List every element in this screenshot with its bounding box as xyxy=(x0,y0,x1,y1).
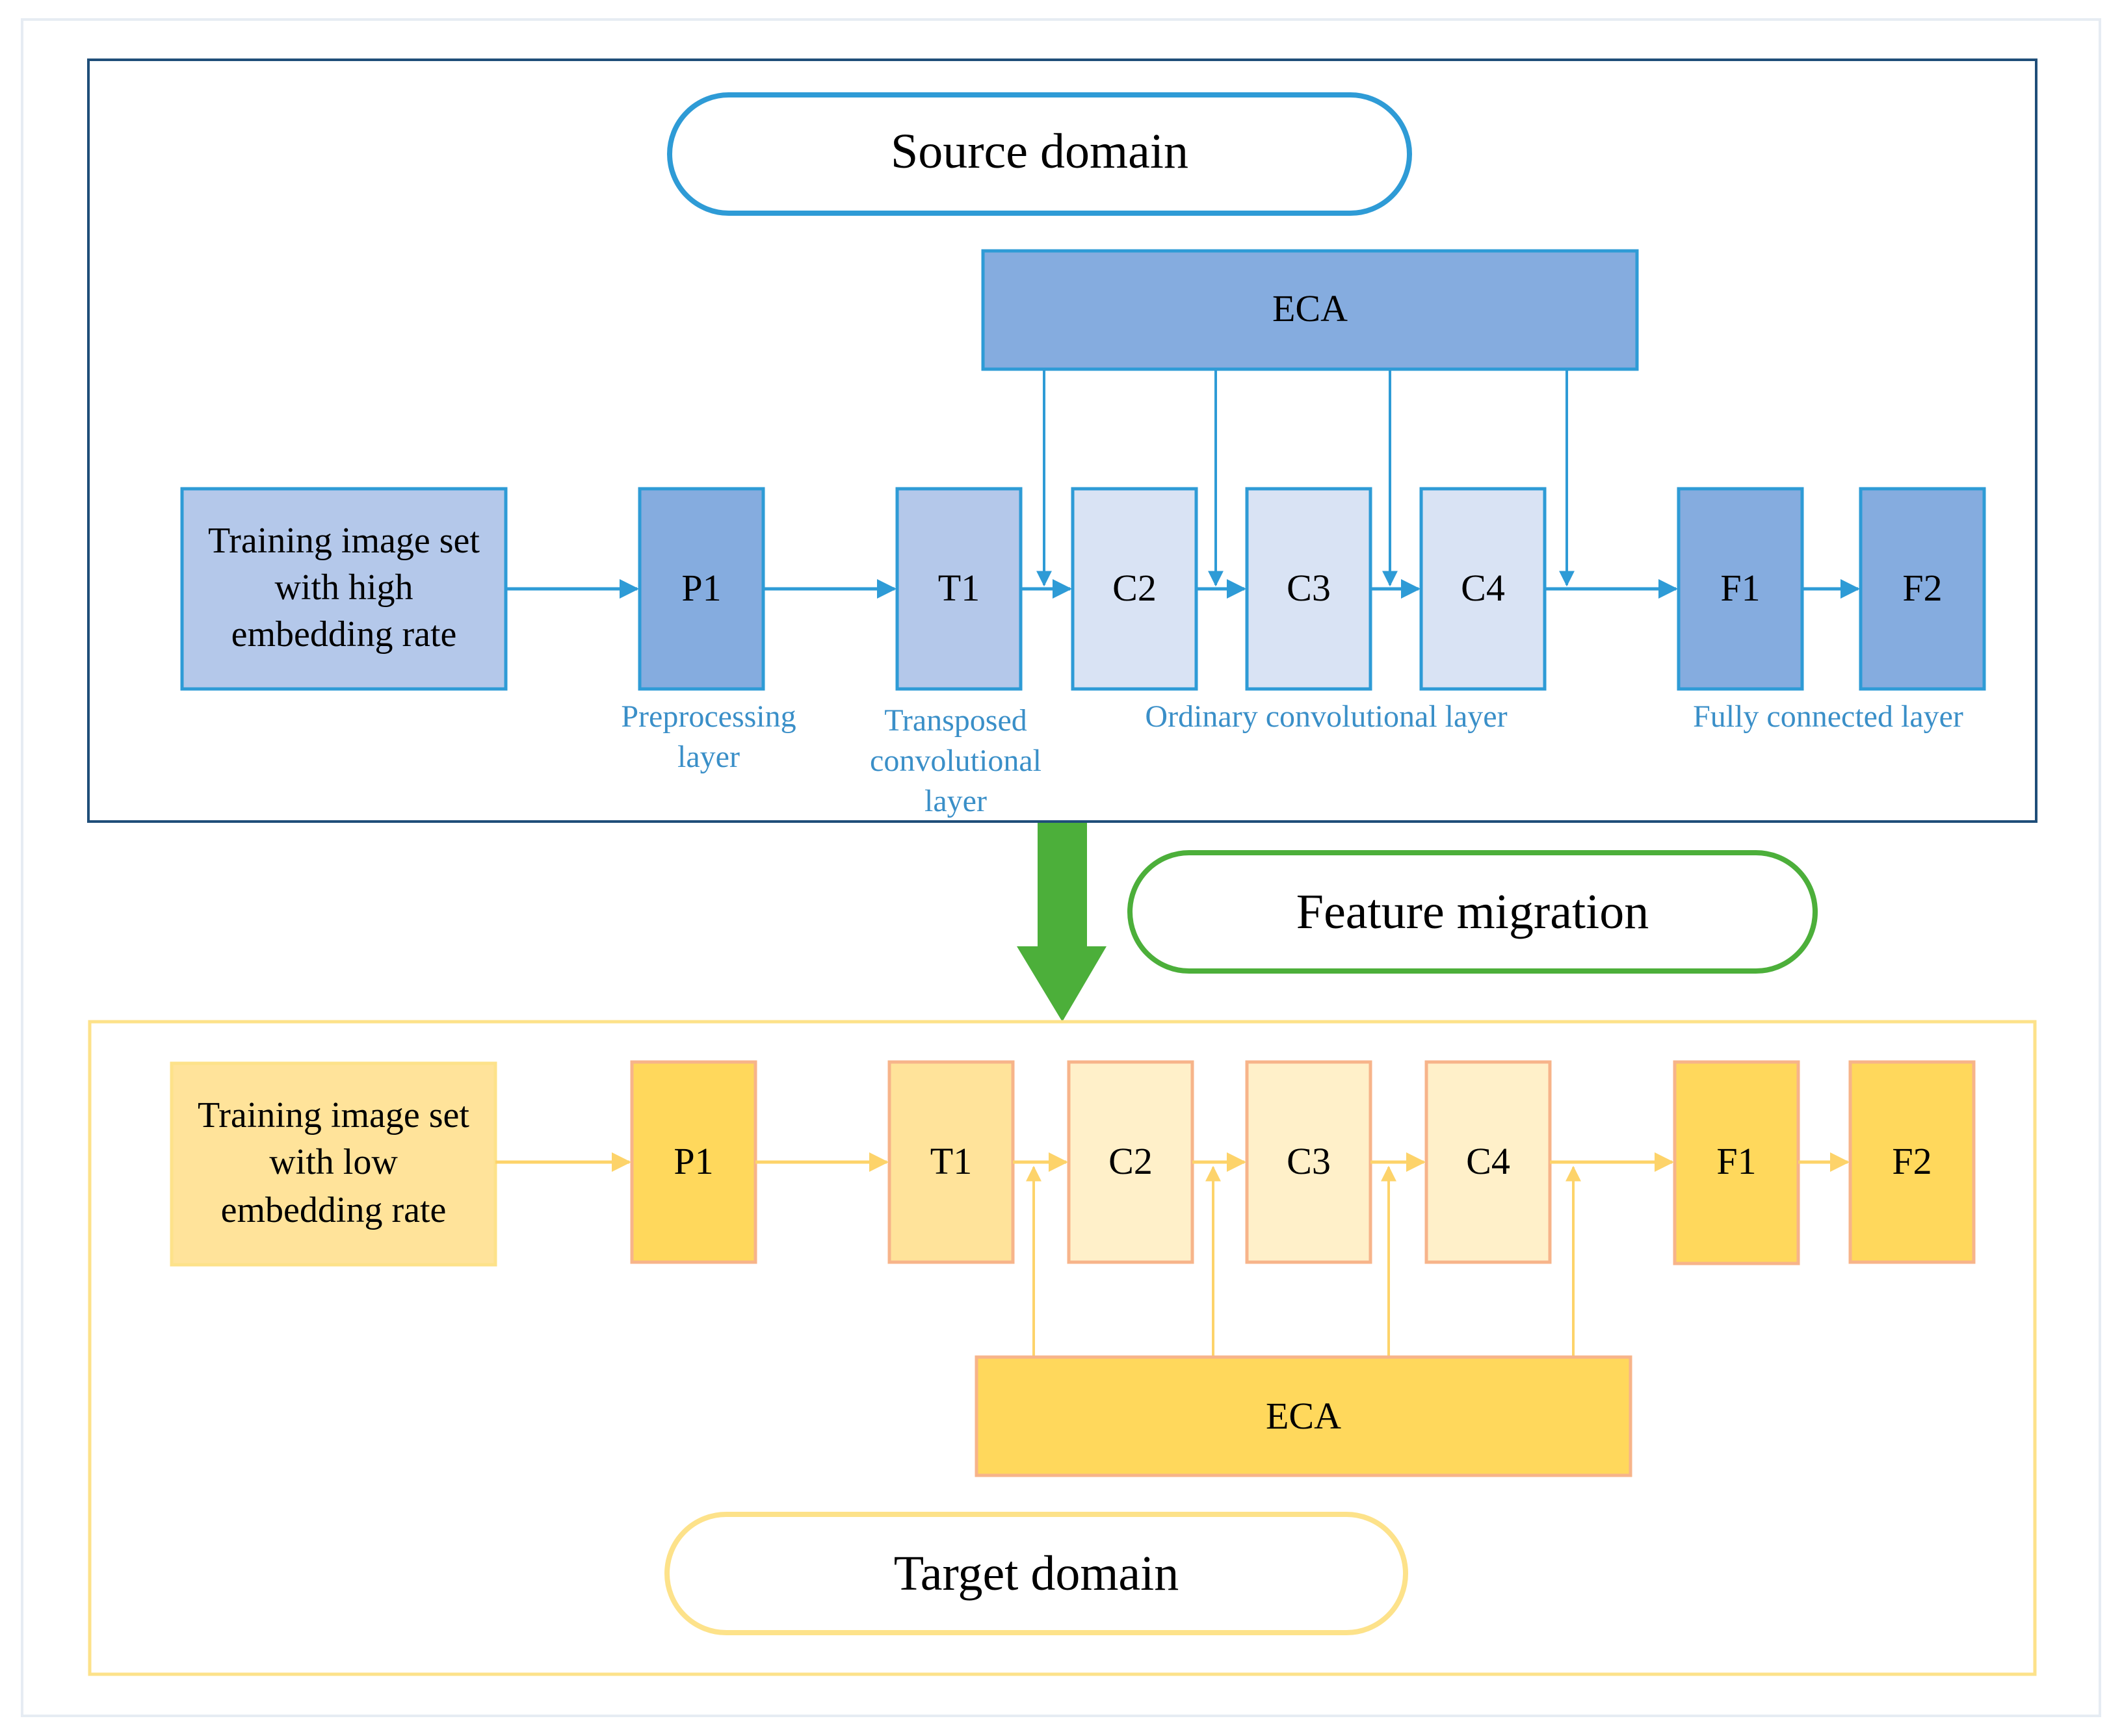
target-input-box xyxy=(170,1061,497,1267)
source-domain-title-pill xyxy=(667,92,1412,216)
source-layer-f1-label: F1 xyxy=(1720,567,1760,609)
source-captions: Preprocessing layer Transposed convoluti… xyxy=(621,699,1963,818)
migration-label: Feature migration xyxy=(1296,885,1649,939)
target-layer-t1 xyxy=(887,1060,1015,1264)
caption-transposed-3: layer xyxy=(924,784,987,818)
source-layer-f1 xyxy=(1677,487,1804,691)
source-domain-panel: Source domain ECA Training image set wit… xyxy=(87,58,2037,823)
source-eca-block xyxy=(981,249,1639,371)
target-eca-connectors xyxy=(1026,1165,1581,1357)
source-layer-c3-label: C3 xyxy=(1287,567,1331,609)
source-eca-connectors xyxy=(1036,369,1575,587)
target-layer-t1-label: T1 xyxy=(930,1140,972,1182)
feature-migration: Feature migration xyxy=(1017,823,1818,1022)
target-domain-panel: Training image set with low embedding ra… xyxy=(88,1020,2037,1676)
target-layer-f1-label: F1 xyxy=(1716,1140,1756,1182)
migration-arrow xyxy=(1017,823,1107,1022)
source-input-line-1: Training image set xyxy=(208,521,480,561)
source-layer-p1-label: P1 xyxy=(681,567,721,609)
caption-preprocessing-2: layer xyxy=(677,740,740,774)
source-domain-title: Source domain xyxy=(891,124,1188,179)
source-layer-f2 xyxy=(1859,487,1986,691)
target-domain-title: Target domain xyxy=(894,1546,1179,1601)
target-layer-c3-label: C3 xyxy=(1287,1140,1331,1182)
caption-preprocessing-1: Preprocessing xyxy=(621,699,796,734)
target-input-line-1: Training image set xyxy=(198,1095,469,1135)
outer-frame xyxy=(21,18,2101,1717)
source-layer-c4-label: C4 xyxy=(1461,567,1505,609)
source-layer-c4 xyxy=(1419,487,1547,691)
target-input-line-3: embedding rate xyxy=(221,1190,447,1230)
caption-transposed-1: Transposed xyxy=(884,703,1027,738)
target-input-line-2: with low xyxy=(269,1142,398,1182)
source-layer-f2-label: F2 xyxy=(1902,567,1942,609)
source-input-line-3: embedding rate xyxy=(231,614,457,654)
source-layer-t1-label: T1 xyxy=(938,567,980,609)
target-layer-f2 xyxy=(1848,1060,1976,1264)
target-domain-title-pill xyxy=(664,1512,1408,1635)
target-layer-c3 xyxy=(1245,1060,1372,1264)
caption-transposed-2: convolutional xyxy=(870,744,1041,778)
target-layer-c4 xyxy=(1424,1060,1552,1264)
caption-ordinary: Ordinary convolutional layer xyxy=(1145,699,1507,734)
target-layer-c2-label: C2 xyxy=(1108,1140,1153,1182)
target-domain-border xyxy=(88,1020,2037,1676)
target-layer-p1-label: P1 xyxy=(674,1140,713,1182)
source-input-line-2: with high xyxy=(274,567,413,608)
source-layer-c2-label: C2 xyxy=(1112,567,1157,609)
source-eca-label: ECA xyxy=(1272,287,1348,330)
caption-fully-connected: Fully connected layer xyxy=(1693,699,1963,734)
source-input-box xyxy=(180,487,508,691)
target-layer-f2-label: F2 xyxy=(1892,1140,1932,1182)
source-layer-t1 xyxy=(895,487,1023,691)
migration-label-pill xyxy=(1127,850,1818,974)
target-eca-label: ECA xyxy=(1266,1395,1341,1437)
target-eca-block xyxy=(975,1355,1632,1477)
target-layer-c4-label: C4 xyxy=(1466,1140,1510,1182)
